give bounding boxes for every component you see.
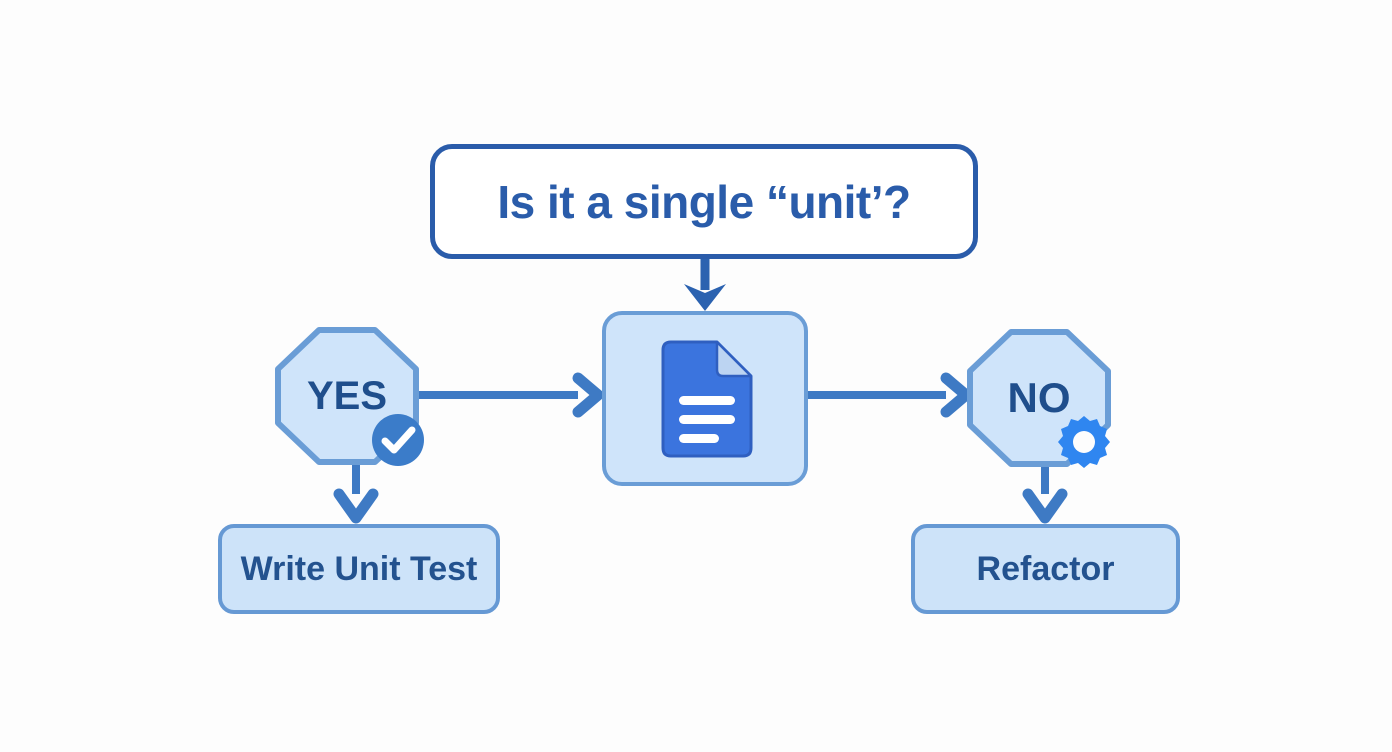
- write-unit-test-label: Write Unit Test: [240, 549, 478, 588]
- connector-yes-to-document: [412, 372, 604, 418]
- connector-document-to-no: [808, 372, 972, 418]
- document-card[interactable]: [602, 311, 808, 486]
- refactor-label: Refactor: [976, 549, 1115, 588]
- decision-box[interactable]: Is it a single “unit’?: [430, 144, 978, 259]
- decision-box-label: Is it a single “unit’?: [497, 175, 911, 228]
- gear-icon: [1058, 416, 1110, 468]
- connector-yes-to-write-unit-test: [333, 462, 379, 524]
- connector-no-to-refactor: [1022, 466, 1068, 524]
- check-circle-icon: [372, 414, 424, 466]
- document-icon: [661, 340, 753, 457]
- connector-decision-to-document: [684, 259, 726, 311]
- refactor-box[interactable]: Refactor: [911, 524, 1180, 614]
- write-unit-test-box[interactable]: Write Unit Test: [218, 524, 500, 614]
